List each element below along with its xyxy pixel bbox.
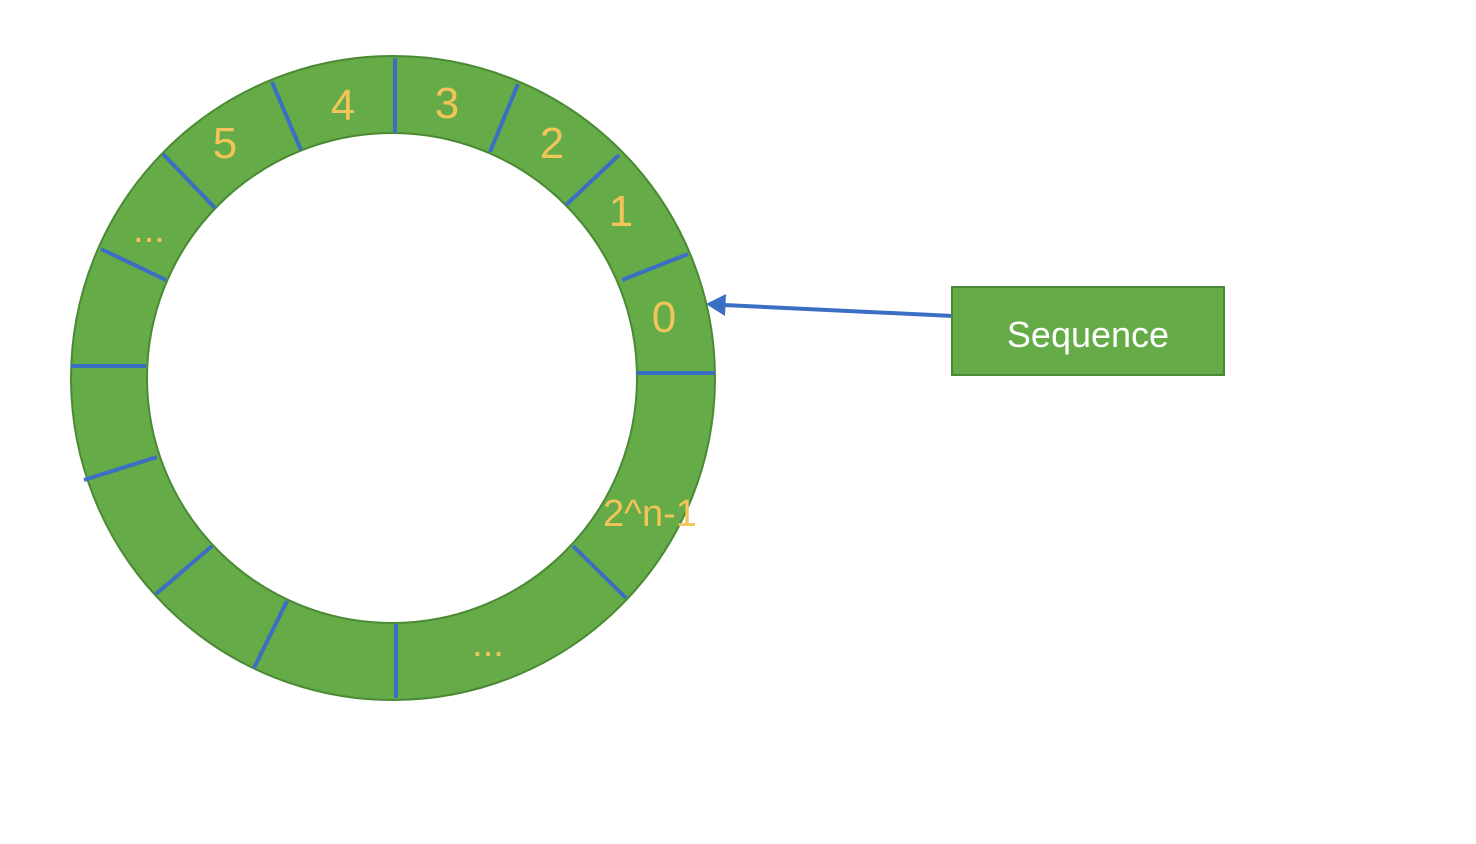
sequence-box: Sequence [951,286,1225,376]
slot-divider [100,247,167,282]
slot-divider [161,152,217,210]
slot-label-last: 2^n-1 [603,493,697,535]
ring-body [71,56,716,700]
sequence-box-rect [951,286,1225,376]
slot-labels: 0 1 2 3 4 5 ... 2^n-1 ... [133,79,697,665]
slot-label-ellipsis-upper: ... [133,209,165,251]
ring-inner-border [146,132,638,624]
slot-divider [488,83,520,153]
slot-divider [621,252,689,282]
slot-label-0: 0 [652,293,676,342]
pointer-arrowhead [706,294,726,316]
ring-buffer [70,55,716,701]
pointer-arrow-line [723,303,954,318]
slot-label-5: 5 [213,119,237,168]
ring-outer-border [70,55,716,701]
slot-label-3: 3 [435,79,459,128]
slot-divider [564,153,621,207]
slot-label-ellipsis-lower: ... [472,623,504,665]
slot-label-2: 2 [540,119,564,168]
slot-divider [154,544,214,596]
slot-label-4: 4 [331,81,355,130]
sequence-pointer [706,294,954,318]
slot-divider [571,544,628,600]
slot-dividers [71,58,715,698]
slot-divider [83,455,158,482]
slot-label-1: 1 [609,187,633,236]
sequence-label: Sequence [1007,314,1169,355]
slot-divider [252,600,289,669]
slot-divider [270,81,303,151]
